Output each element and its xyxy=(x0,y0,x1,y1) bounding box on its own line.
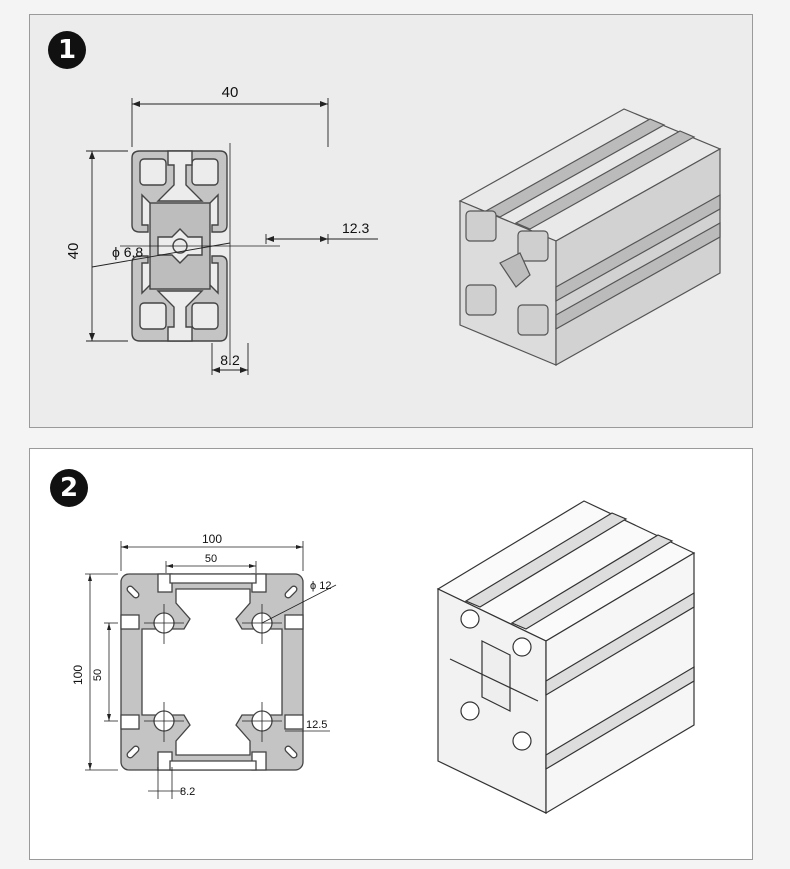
width-dimension-label: 40 xyxy=(222,84,239,101)
profile-40x40-cross-section xyxy=(131,150,228,342)
height-dimension-label: 100 xyxy=(71,665,85,685)
profile-40x40-isometric xyxy=(458,108,722,367)
profile-100x100-drawing: 100 50 100 50 ϕ 12 12.5 8.2 xyxy=(71,500,696,815)
diameter-dimension-label: ϕ 6.8 xyxy=(112,244,143,260)
width-dimension-label: 100 xyxy=(202,532,222,546)
slot-depth-dimension-label: 12.3 xyxy=(342,220,369,236)
center-lines xyxy=(144,604,282,742)
profile-100x100-isometric xyxy=(436,500,696,815)
slot-width-dimension-label: 8.2 xyxy=(220,352,240,368)
profile-40x40-drawing: 40 40 ϕ 6.8 12.3 8.2 xyxy=(65,84,722,375)
slot-depth-dimension-label: 12.5 xyxy=(306,719,327,731)
panel-number-badge: 1 xyxy=(48,31,86,69)
slot-width-dimension-label: 8.2 xyxy=(180,786,195,798)
profile-40x40-panel: 1 xyxy=(29,14,753,428)
profile-100x100-cross-section xyxy=(120,573,304,771)
inner-width-dimension-label: 50 xyxy=(205,553,217,565)
diameter-dimension-label: ϕ 12 xyxy=(310,580,331,592)
center-lines xyxy=(120,143,280,365)
dimension-lines xyxy=(86,98,378,375)
profile-100x100-panel: 2 xyxy=(29,448,753,860)
inner-height-dimension-label: 50 xyxy=(92,669,104,681)
dimension-arrows xyxy=(89,101,328,373)
height-dimension-label: 40 xyxy=(65,243,82,260)
dimension-arrows xyxy=(88,545,303,770)
dimension-lines xyxy=(85,541,337,799)
panel-number-badge: 2 xyxy=(50,469,88,507)
